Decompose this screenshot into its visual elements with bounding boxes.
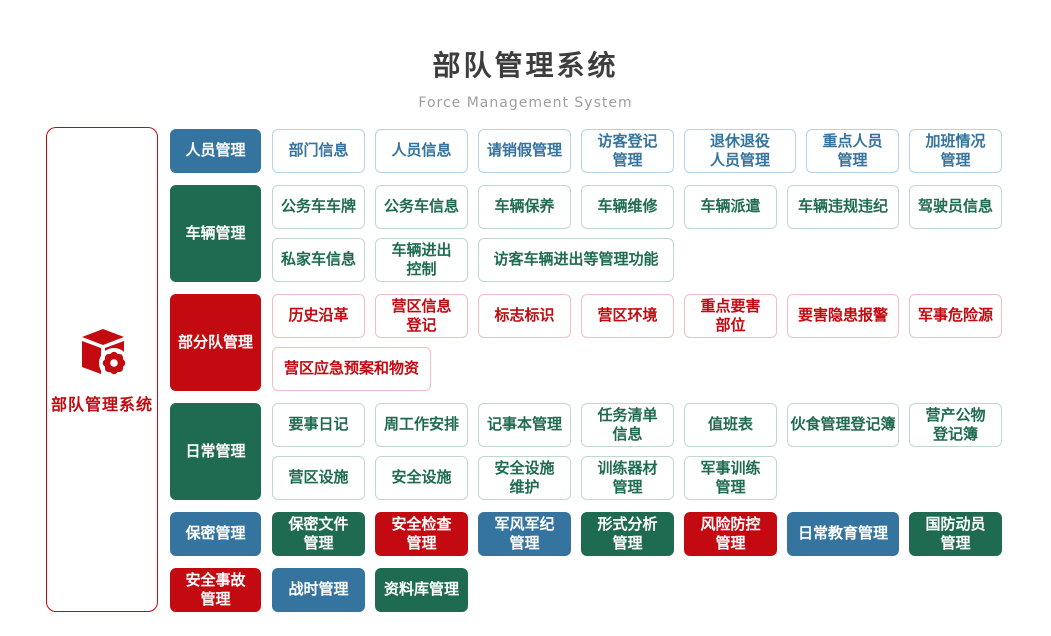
item-row: 保密文件 管理安全检查 管理军风军纪 管理形式分析 管理风险防控 管理日常教育管… — [272, 512, 1002, 556]
module-item: 公务车车牌 — [272, 185, 365, 229]
module-item: 退休退役 人员管理 — [684, 129, 796, 173]
module-item: 军事训练 管理 — [684, 456, 777, 500]
section-vehicle: 车辆管理公务车车牌公务车信息车辆保养车辆维修车辆派遣车辆违规违纪驾驶员信息私家车… — [170, 185, 1002, 282]
item-row: 部门信息人员信息请销假管理访客登记 管理退休退役 人员管理重点人员 管理加班情况… — [272, 129, 1002, 173]
module-item: 历史沿革 — [272, 294, 365, 338]
category-vehicle: 车辆管理 — [170, 185, 261, 282]
section-rows: 历史沿革营区信息 登记标志标识营区环境重点要害 部位要害隐患报警军事危险源营区应… — [272, 294, 1002, 391]
module-item: 标志标识 — [478, 294, 571, 338]
module-item: 访客登记 管理 — [581, 129, 674, 173]
page-header: 部队管理系统 Force Management System — [0, 44, 1051, 111]
module-item: 营区信息 登记 — [375, 294, 468, 338]
category-unit: 部分队管理 — [170, 294, 261, 391]
module-item: 要事日记 — [272, 403, 365, 447]
module-item: 公务车信息 — [375, 185, 468, 229]
category-personnel: 人员管理 — [170, 129, 261, 173]
module-item: 营区设施 — [272, 456, 365, 500]
page-title: 部队管理系统 — [432, 49, 619, 82]
sections: 人员管理部门信息人员信息请销假管理访客登记 管理退休退役 人员管理重点人员 管理… — [170, 129, 1002, 624]
category-accident: 安全事故 管理 — [170, 568, 261, 612]
module-item: 资料库管理 — [375, 568, 468, 612]
section-daily: 日常管理要事日记周工作安排记事本管理任务清单 信息值班表伙食管理登记簿营产公物 … — [170, 403, 1002, 500]
module-item: 营产公物 登记簿 — [909, 403, 1002, 447]
module-item: 安全设施 维护 — [478, 456, 571, 500]
module-item: 部门信息 — [272, 129, 365, 173]
item-row: 营区设施安全设施安全设施 维护训练器材 管理军事训练 管理 — [272, 456, 1002, 500]
module-item: 任务清单 信息 — [581, 403, 674, 447]
module-item: 军事危险源 — [909, 294, 1002, 338]
module-item: 重点要害 部位 — [684, 294, 777, 338]
module-item: 车辆维修 — [581, 185, 674, 229]
module-item: 形式分析 管理 — [581, 512, 674, 556]
module-item: 营区环境 — [581, 294, 674, 338]
module-item: 安全检查 管理 — [375, 512, 468, 556]
module-item: 战时管理 — [272, 568, 365, 612]
module-item: 值班表 — [684, 403, 777, 447]
module-item: 加班情况 管理 — [909, 129, 1002, 173]
module-item: 重点人员 管理 — [806, 129, 899, 173]
section-personnel: 人员管理部门信息人员信息请销假管理访客登记 管理退休退役 人员管理重点人员 管理… — [170, 129, 1002, 173]
module-item: 要害隐患报警 — [787, 294, 899, 338]
item-row: 历史沿革营区信息 登记标志标识营区环境重点要害 部位要害隐患报警军事危险源 — [272, 294, 1002, 338]
root-system-label: 部队管理系统 — [50, 394, 153, 414]
item-row: 私家车信息车辆进出 控制访客车辆进出等管理功能 — [272, 238, 1002, 282]
module-item: 车辆进出 控制 — [375, 238, 468, 282]
module-item: 私家车信息 — [272, 238, 365, 282]
module-item: 训练器材 管理 — [581, 456, 674, 500]
module-item: 国防动员 管理 — [909, 512, 1002, 556]
section-accident: 安全事故 管理战时管理资料库管理 — [170, 568, 1002, 612]
item-row: 公务车车牌公务车信息车辆保养车辆维修车辆派遣车辆违规违纪驾驶员信息 — [272, 185, 1002, 229]
module-item: 记事本管理 — [478, 403, 571, 447]
module-item: 保密文件 管理 — [272, 512, 365, 556]
module-item: 营区应急预案和物资 — [272, 347, 431, 391]
module-item: 日常教育管理 — [787, 512, 899, 556]
section-secrecy: 保密管理保密文件 管理安全检查 管理军风军纪 管理形式分析 管理风险防控 管理日… — [170, 512, 1002, 556]
module-item: 伙食管理登记簿 — [787, 403, 899, 447]
module-item: 军风军纪 管理 — [478, 512, 571, 556]
section-rows: 要事日记周工作安排记事本管理任务清单 信息值班表伙食管理登记簿营产公物 登记簿营… — [272, 403, 1002, 500]
module-item: 车辆派遣 — [684, 185, 777, 229]
module-item: 请销假管理 — [478, 129, 571, 173]
module-item: 访客车辆进出等管理功能 — [478, 238, 674, 282]
cube-gear-icon — [82, 328, 129, 378]
section-rows: 战时管理资料库管理 — [272, 568, 468, 612]
module-item: 风险防控 管理 — [684, 512, 777, 556]
section-rows: 公务车车牌公务车信息车辆保养车辆维修车辆派遣车辆违规违纪驾驶员信息私家车信息车辆… — [272, 185, 1002, 282]
root-system-panel: 部队管理系统 — [46, 127, 158, 612]
module-item: 人员信息 — [375, 129, 468, 173]
section-unit: 部分队管理历史沿革营区信息 登记标志标识营区环境重点要害 部位要害隐患报警军事危… — [170, 294, 1002, 391]
module-item: 车辆违规违纪 — [787, 185, 899, 229]
page-subtitle: Force Management System — [418, 95, 633, 111]
module-item: 驾驶员信息 — [909, 185, 1002, 229]
item-row: 要事日记周工作安排记事本管理任务清单 信息值班表伙食管理登记簿营产公物 登记簿 — [272, 403, 1002, 447]
item-row: 营区应急预案和物资 — [272, 347, 1002, 391]
category-daily: 日常管理 — [170, 403, 261, 500]
module-item: 车辆保养 — [478, 185, 571, 229]
module-item: 周工作安排 — [375, 403, 468, 447]
section-rows: 保密文件 管理安全检查 管理军风军纪 管理形式分析 管理风险防控 管理日常教育管… — [272, 512, 1002, 556]
category-secrecy: 保密管理 — [170, 512, 261, 556]
module-item: 安全设施 — [375, 456, 468, 500]
section-rows: 部门信息人员信息请销假管理访客登记 管理退休退役 人员管理重点人员 管理加班情况… — [272, 129, 1002, 173]
item-row: 战时管理资料库管理 — [272, 568, 468, 612]
